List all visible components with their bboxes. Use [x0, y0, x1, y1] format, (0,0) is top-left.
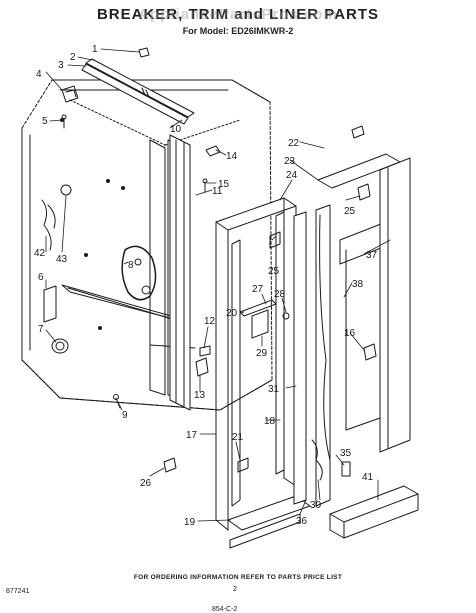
callout-21: 21 [232, 432, 244, 443]
callout-13: 13 [194, 390, 206, 401]
refrigerator-cabinet [21, 79, 273, 411]
callout-31: 31 [268, 384, 280, 395]
callout-43: 43 [56, 254, 68, 265]
callout-37: 37 [366, 250, 378, 261]
leader-lines [45, 48, 391, 522]
callout-1: 1 [92, 44, 98, 55]
callout-18: 18 [264, 416, 276, 427]
callout-4: 4 [36, 69, 42, 80]
callout-numbers: 1 2 3 4 5 6 7 8 9 10 11 12 13 14 15 16 1… [34, 44, 378, 528]
cabinet-front-frame [169, 134, 191, 411]
callout-14: 14 [226, 151, 238, 162]
callout-30: 30 [310, 500, 322, 511]
diagram-code: 854-C-2 [212, 606, 238, 613]
callout-5: 5 [42, 116, 48, 127]
freezer-breaker-frame [215, 197, 311, 549]
callout-28: 28 [274, 289, 286, 300]
callout-29: 29 [256, 348, 268, 359]
diagram-title: BREAKER, TRIM and LINER PARTS [96, 6, 380, 23]
callout-41: 41 [362, 472, 374, 483]
watermark: AppliancePartsPros.com [138, 6, 338, 23]
ordering-note: FOR ORDERING INFORMATION REFER TO PARTS … [133, 574, 343, 581]
callout-25b: 25 [344, 206, 356, 217]
callout-15: 15 [218, 179, 230, 190]
callout-42: 42 [34, 248, 46, 259]
liner-strip [293, 204, 331, 507]
callout-16: 16 [344, 328, 356, 339]
callout-10: 10 [170, 124, 182, 135]
callout-27: 27 [252, 284, 264, 295]
callout-6: 6 [38, 272, 44, 283]
callout-38: 38 [352, 279, 364, 290]
callout-11: 11 [212, 186, 223, 197]
callout-35: 35 [340, 448, 352, 459]
part-number: 877241 [6, 588, 30, 595]
callout-26: 26 [140, 478, 152, 489]
model-number: For Model: ED26IMKWR-2 [182, 26, 294, 36]
page-number: 2 [233, 586, 237, 593]
callout-24: 24 [286, 170, 298, 181]
exploded-parts-diagram: 1 2 3 4 5 6 7 8 9 10 11 12 13 14 15 16 1… [21, 44, 419, 549]
fresh-food-breaker-trim [317, 125, 419, 539]
callout-20: 20 [226, 308, 238, 319]
callout-3: 3 [58, 60, 64, 71]
callout-12: 12 [204, 316, 216, 327]
callout-19: 19 [184, 517, 196, 528]
callout-23: 23 [284, 156, 296, 167]
callout-17: 17 [186, 430, 198, 441]
callout-9: 9 [122, 410, 128, 421]
callout-36: 36 [296, 516, 308, 527]
callout-22: 22 [288, 138, 300, 149]
callout-7: 7 [38, 324, 44, 335]
callout-25a: 25 [268, 266, 280, 277]
callout-8: 8 [128, 260, 134, 271]
callout-2: 2 [70, 52, 76, 63]
top-breaker-strip [81, 58, 195, 125]
